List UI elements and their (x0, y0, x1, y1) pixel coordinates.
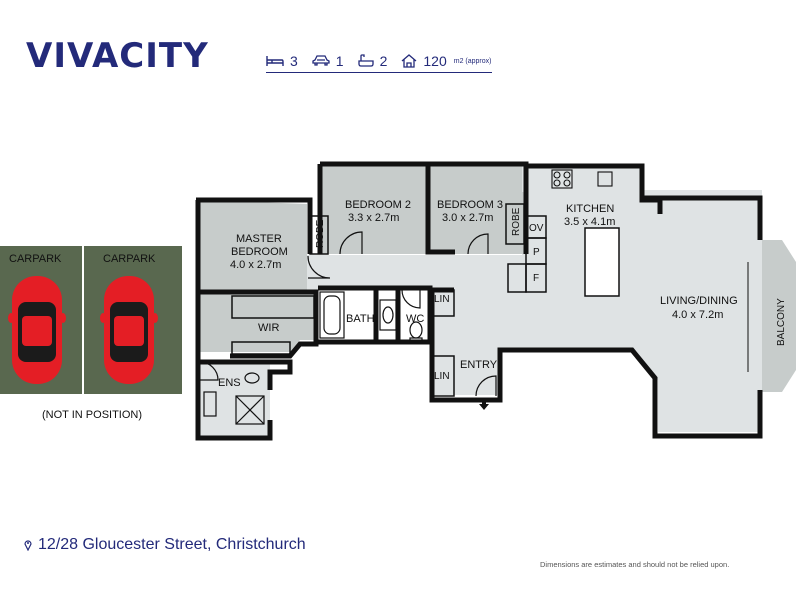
bathrooms-stat: 2 (357, 53, 388, 69)
oven-label: OV (529, 223, 544, 234)
location-pin-icon (24, 540, 32, 551)
entry-arrow-icon (479, 400, 489, 410)
brand-logo: VIVACITY (26, 36, 209, 76)
bedroom3-size: 3.0 x 2.7m (442, 212, 493, 224)
toilet-icon (409, 321, 423, 343)
master-name-2: BEDROOM (231, 246, 288, 258)
floor-fill (198, 166, 796, 436)
lin-label-2: LIN (434, 371, 450, 382)
windows (199, 161, 749, 435)
disclaimer-text: Dimensions are estimates and should not … (540, 560, 730, 569)
bedroom3-name: BEDROOM 3 (437, 199, 503, 211)
living-size: 4.0 x 7.2m (672, 309, 723, 321)
area-stat: 120 m2 (approx) (401, 53, 491, 69)
wc-label: WC (406, 313, 424, 325)
master-size: 4.0 x 2.7m (230, 259, 281, 271)
robe-label-2: ROBE (511, 207, 522, 236)
garages-stat: 1 (312, 53, 344, 69)
ens-label: ENS (218, 377, 241, 389)
bathtub-icon (319, 291, 345, 339)
thin-walls (231, 203, 620, 397)
living-name: LIVING/DINING (660, 295, 738, 307)
bath-icon (357, 54, 374, 67)
cooktop-icon (551, 169, 613, 189)
bedroom2-size: 3.3 x 2.7m (348, 212, 399, 224)
address-text: 12/28 Gloucester Street, Christchurch (38, 536, 306, 553)
not-in-position-label: (NOT IN POSITION) (42, 409, 142, 421)
wir-label: WIR (258, 322, 279, 334)
vanity-icon (379, 299, 397, 331)
carpark-1-label: CARPARK (9, 253, 62, 265)
fridge-label: F (533, 273, 539, 284)
lin-label-1: LIN (434, 294, 450, 305)
master-name-1: MASTER (236, 233, 282, 245)
bath-label: BATH (346, 313, 375, 325)
balcony-label: BALCONY (776, 298, 787, 346)
kitchen-name: KITCHEN (566, 203, 614, 215)
carpark-2-label: CARPARK (103, 253, 156, 265)
car-icon-2 (100, 276, 158, 384)
car-icon-1 (8, 276, 66, 384)
house-icon (401, 54, 417, 68)
ensuite-fixtures-icon (203, 372, 265, 425)
bathrooms-count: 2 (379, 53, 388, 69)
area-unit: m2 (approx) (453, 57, 492, 65)
kitchen-size: 3.5 x 4.1m (564, 216, 615, 228)
bed-icon (266, 56, 284, 66)
robe-label-1: ROBE (315, 219, 326, 248)
bedroom2-name: BEDROOM 2 (345, 199, 411, 211)
property-stats: 3 1 2 120 m2 (approx) (266, 50, 492, 73)
doors (199, 231, 497, 397)
bedrooms-count: 3 (290, 53, 298, 69)
property-address: 12/28 Gloucester Street, Christchurch (24, 536, 306, 554)
area-value: 120 (423, 53, 447, 69)
entry-label: ENTRY (460, 359, 498, 371)
pantry-label: P (533, 247, 540, 258)
bedrooms-stat: 3 (266, 53, 298, 69)
garages-count: 1 (335, 53, 344, 69)
car-icon (312, 55, 330, 66)
